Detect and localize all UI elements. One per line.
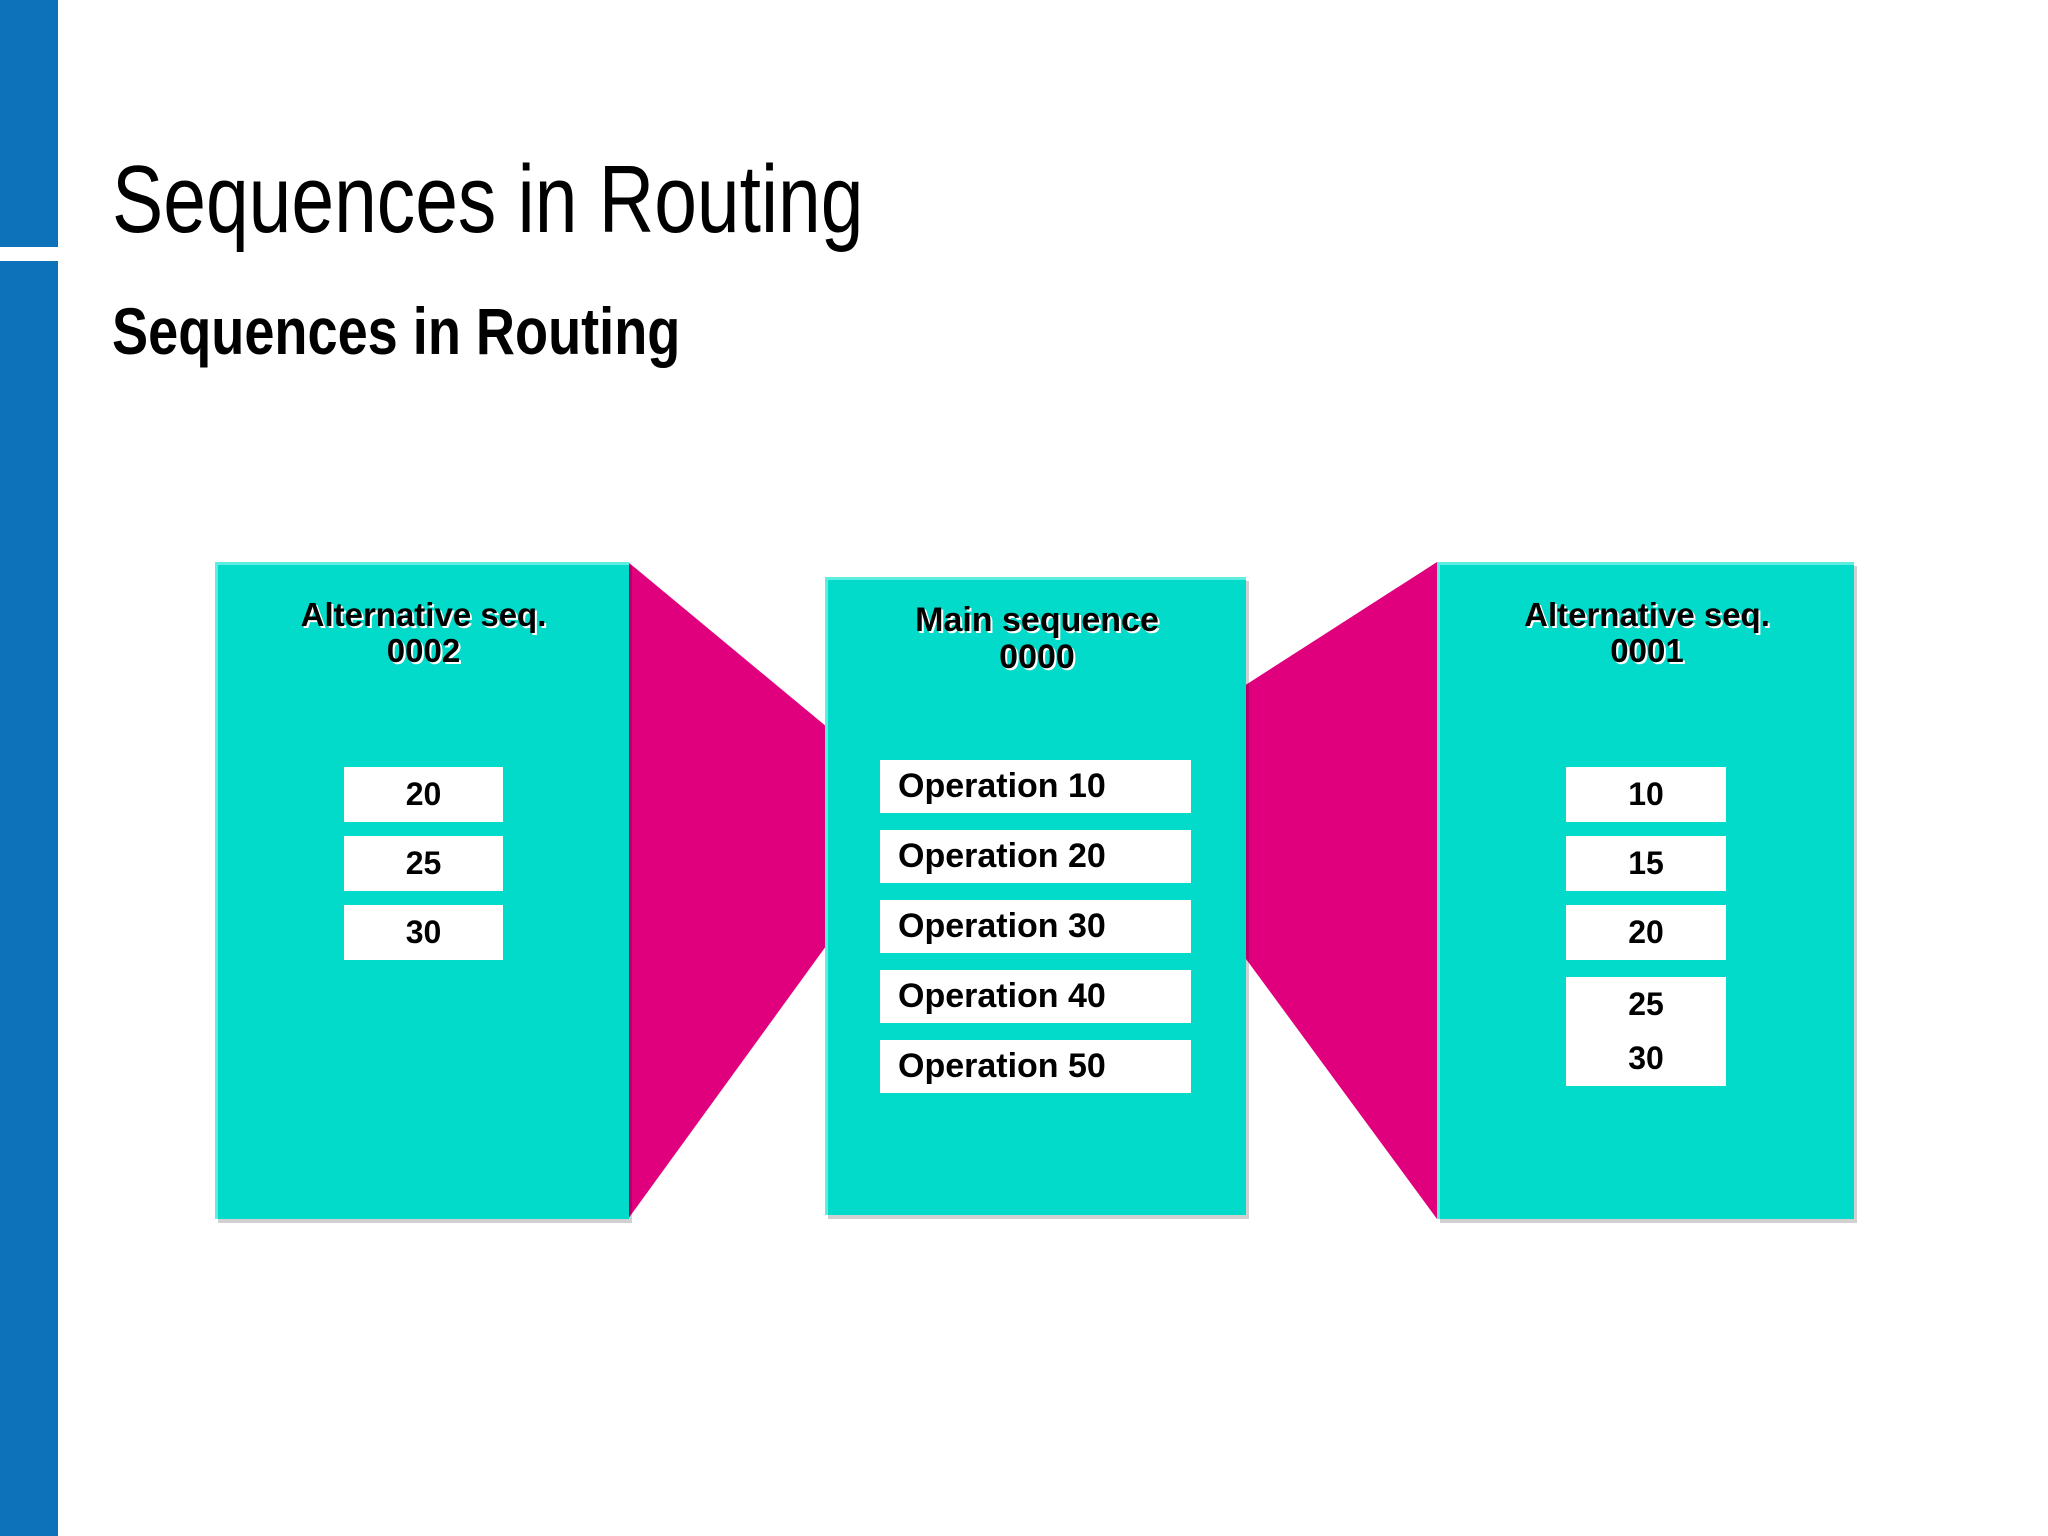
- list-item[interactable]: 20: [344, 767, 503, 822]
- list-item[interactable]: Operation 10: [880, 760, 1191, 813]
- list-item[interactable]: 15: [1566, 836, 1726, 891]
- page-subtitle: Sequences in Routing: [112, 294, 681, 368]
- list-item[interactable]: 30: [1566, 1031, 1726, 1086]
- list-item[interactable]: 25: [344, 836, 503, 891]
- accent-bar-bottom: [0, 261, 58, 1536]
- panel-alternative-sequence-0002[interactable]: Alternative seq. 0002 20 25 30: [215, 562, 629, 1219]
- panel-main-heading: Main sequence 0000: [915, 601, 1159, 677]
- arrow-left-to-main-icon: [628, 562, 874, 1219]
- panel-alt1-heading: Alternative seq. 0001: [1524, 596, 1770, 670]
- list-item[interactable]: Operation 30: [880, 900, 1191, 953]
- list-item[interactable]: Operation 40: [880, 970, 1191, 1023]
- list-item[interactable]: Operation 50: [880, 1040, 1191, 1093]
- list-item[interactable]: Operation 20: [880, 830, 1191, 883]
- list-item[interactable]: 30: [344, 905, 503, 960]
- list-item[interactable]: 20: [1566, 905, 1726, 960]
- panel-alternative-sequence-0001[interactable]: Alternative seq. 0001 10 15 20 25 30: [1437, 562, 1854, 1219]
- page-title: Sequences in Routing: [112, 146, 864, 253]
- list-item[interactable]: 10: [1566, 767, 1726, 822]
- panel-main-sequence-0000[interactable]: Main sequence 0000 Operation 10 Operatio…: [825, 577, 1246, 1215]
- panel-alt2-heading: Alternative seq. 0002: [300, 596, 547, 670]
- accent-bar-top: [0, 0, 58, 247]
- list-item[interactable]: 25: [1566, 977, 1726, 1032]
- arrow-right-to-main-icon: [1188, 562, 1437, 1219]
